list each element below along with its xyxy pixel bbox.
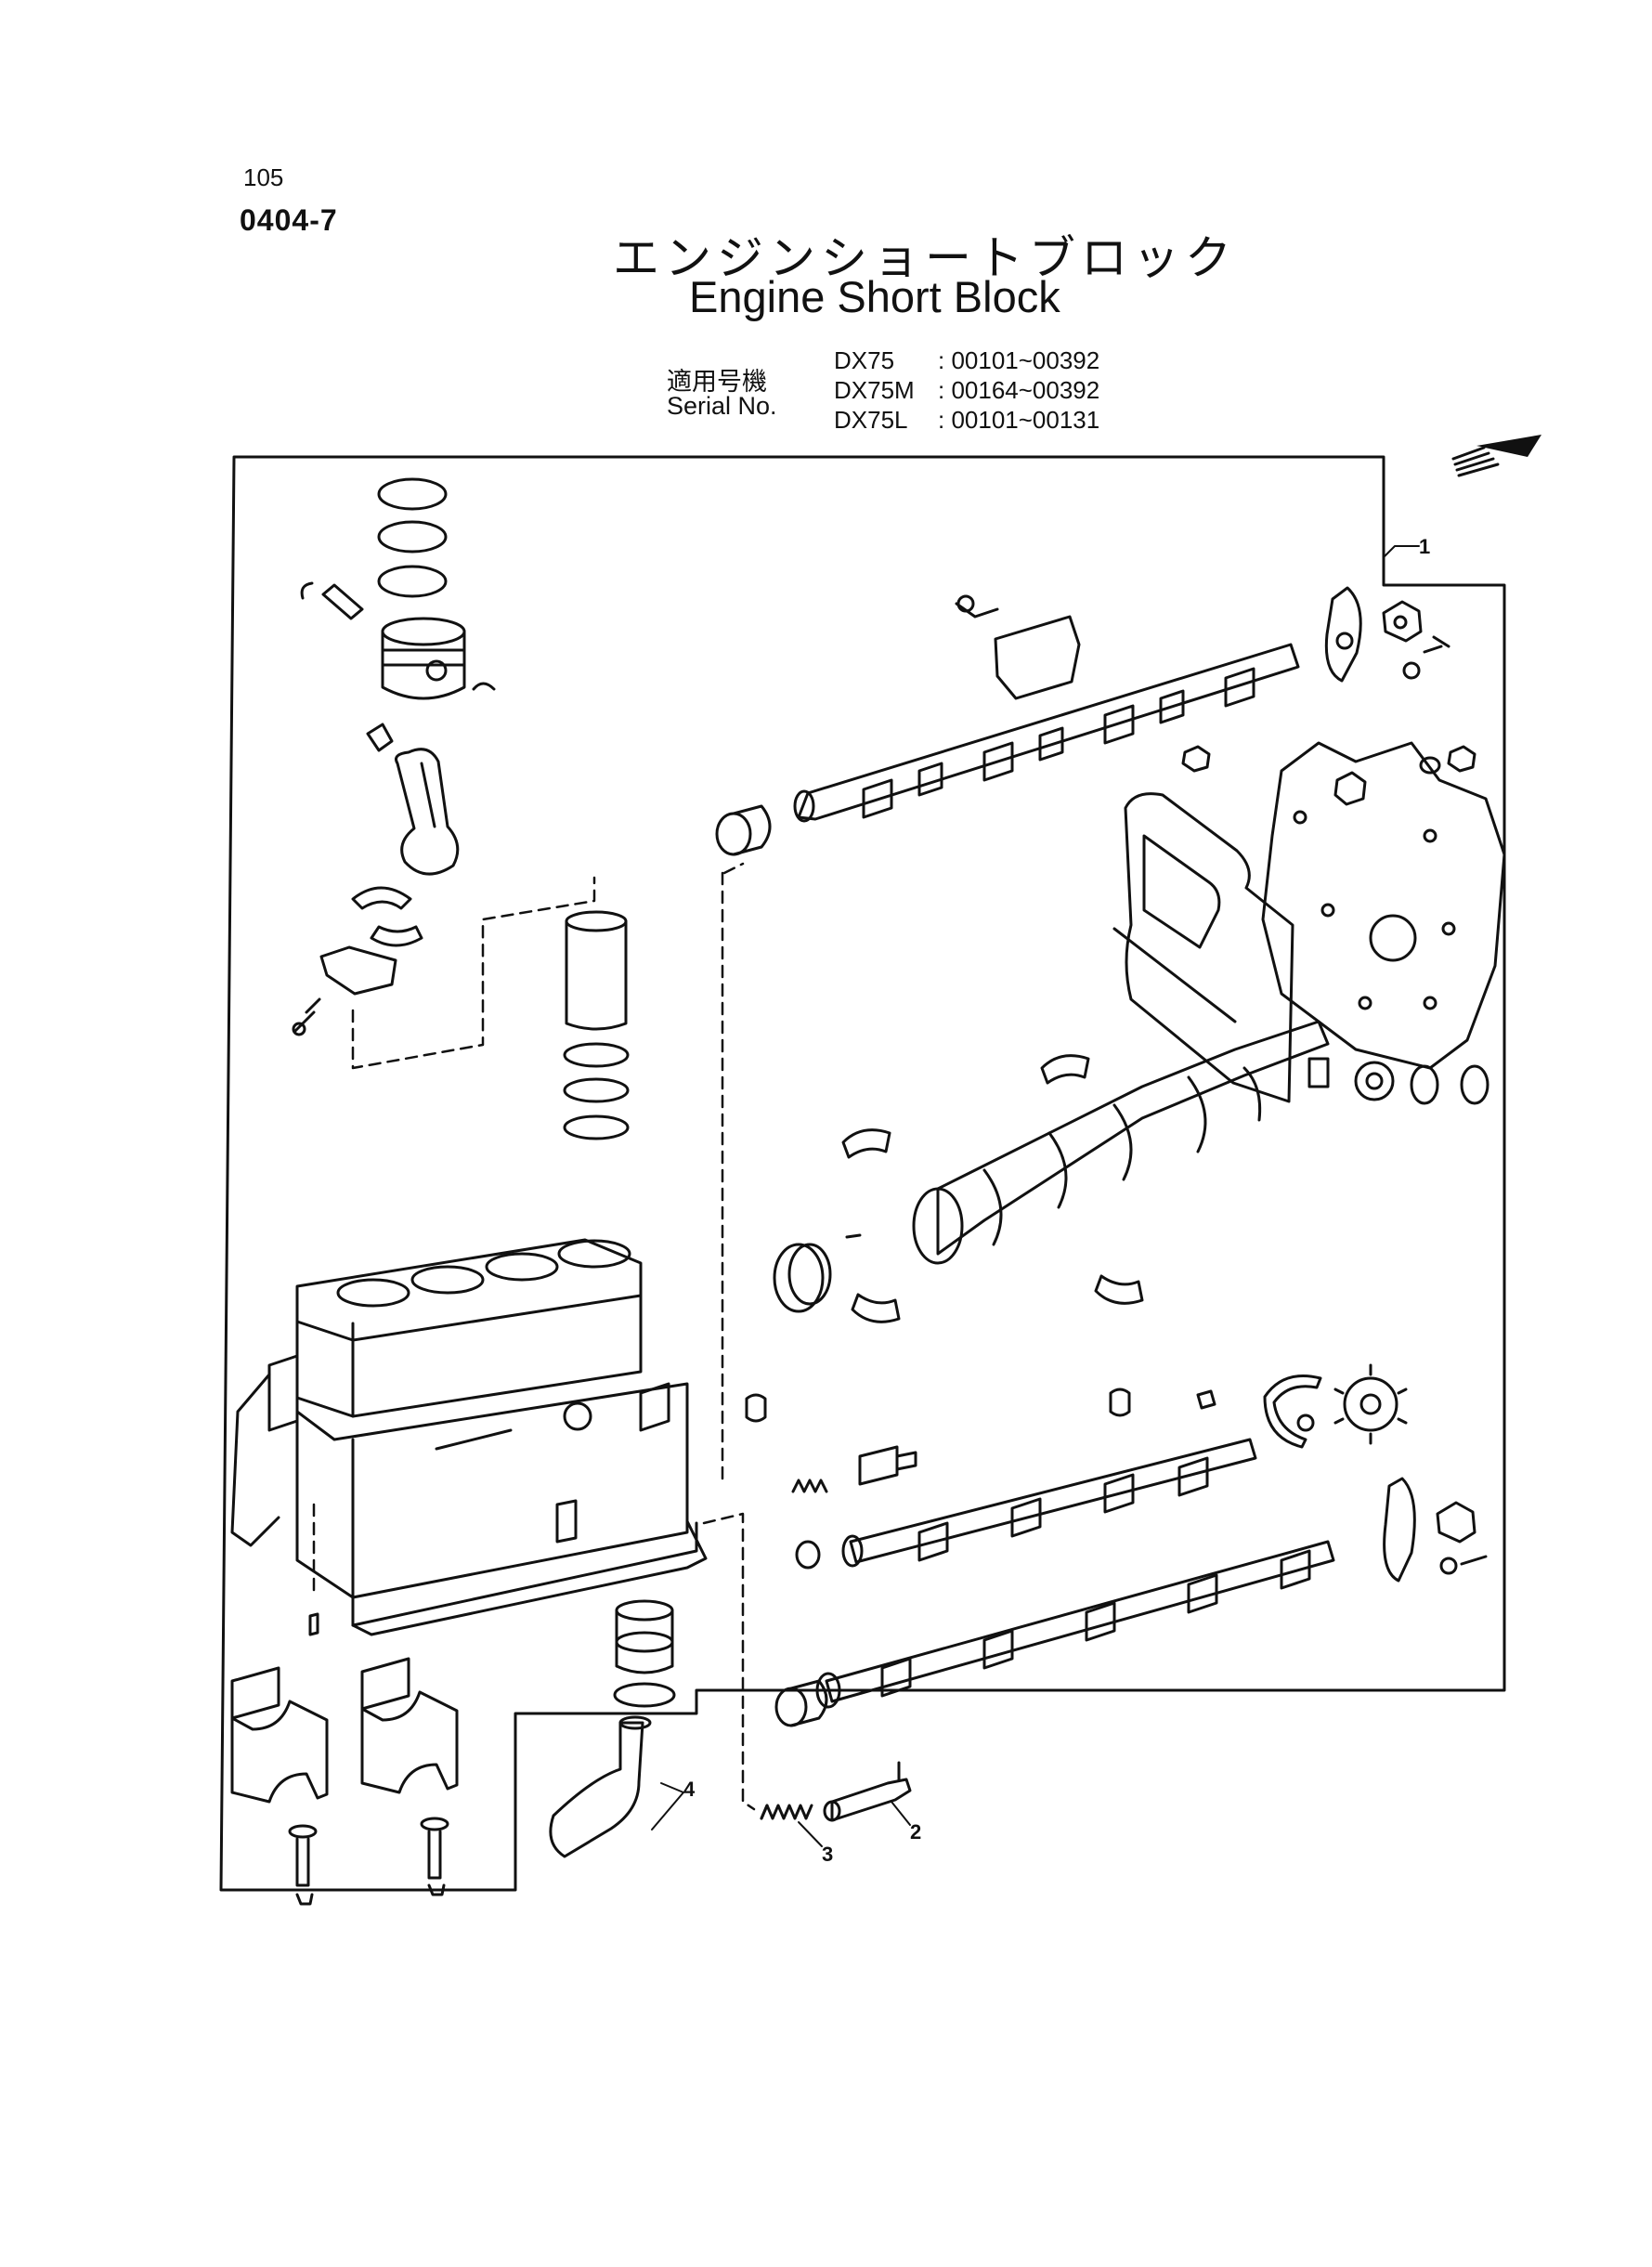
idler-gear — [1436, 1501, 1488, 1575]
callout-1-leader — [1383, 545, 1420, 558]
cam-bushing — [715, 804, 772, 856]
oil-pump-gear — [791, 1445, 917, 1493]
cylinder-block — [230, 1238, 708, 1636]
serial-row: DX75M : 00164~00392 — [834, 375, 1099, 405]
serial-range: : 00101~00131 — [938, 406, 1100, 434]
direction-arrow-icon — [1451, 435, 1541, 477]
serial-range: : 00164~00392 — [938, 376, 1100, 404]
callout-1: 1 — [1419, 535, 1431, 558]
seal — [1410, 1064, 1489, 1105]
front-plate-gasket — [1112, 792, 1294, 1103]
piston-pin — [300, 581, 496, 691]
serial-model: DX75L — [834, 406, 908, 434]
callout-3: 3 — [822, 1843, 834, 1866]
callout-2: 2 — [910, 1820, 922, 1844]
page-title-japanese: エンジンショートブロック — [613, 231, 1237, 285]
page-number: 105 — [243, 163, 284, 191]
rear-oil-seal — [773, 1233, 862, 1313]
oil-pump-cup — [613, 1599, 676, 1708]
assembly-outline — [219, 455, 1506, 1892]
bushing — [774, 1540, 828, 1727]
serial-label-japanese: 適用号機 — [667, 368, 767, 397]
cylinder-liner — [563, 910, 630, 1140]
relief-valve — [823, 1761, 912, 1822]
balancer-shaft — [841, 1438, 1257, 1568]
rod-cap — [292, 945, 397, 1036]
serial-row: DX75 : 00101~00392 — [834, 345, 1099, 375]
figure-code: 0404-7 — [240, 203, 338, 237]
piston-rings — [377, 477, 448, 598]
gasket — [1324, 586, 1362, 683]
front-plate — [1261, 741, 1506, 1070]
crank-gear — [1354, 1061, 1395, 1101]
spring — [760, 1804, 813, 1820]
main-bearing-shell — [841, 1054, 1144, 1323]
balancer-shaft — [815, 1540, 1335, 1709]
callout-2-leader — [891, 1801, 911, 1826]
callout-4-leader — [651, 1782, 684, 1831]
serial-label: Serial No. — [667, 392, 777, 420]
main-bearing-cap — [230, 1666, 329, 1906]
guide-line — [351, 876, 596, 1070]
serial-model: DX75M — [834, 376, 915, 404]
idler-gear — [1382, 600, 1450, 680]
serial-row: DX75L : 00101~00131 — [834, 405, 1099, 435]
thrust-plate — [955, 594, 1081, 700]
block-cap-bolt — [308, 1503, 319, 1636]
callout-4: 4 — [683, 1778, 696, 1801]
cover-gasket — [1383, 1477, 1416, 1583]
rod-bearing — [351, 886, 423, 947]
timing-gear — [1333, 1363, 1408, 1445]
page-title: Engine Short Block — [689, 272, 1060, 321]
serial-list: DX75 : 00101~00392 DX75M : 00164~00392 DX7… — [834, 345, 1099, 435]
nut — [1181, 745, 1211, 773]
thrust-washer — [1263, 1375, 1322, 1449]
callout-3-leader — [798, 1821, 823, 1847]
camshaft-upper — [793, 643, 1300, 823]
oil-pipe — [549, 1715, 652, 1858]
crankshaft — [912, 1020, 1330, 1265]
piston — [381, 617, 466, 700]
main-bearing-cap — [360, 1657, 459, 1896]
guide-line — [702, 1512, 756, 1811]
serial-model: DX75 — [834, 346, 895, 374]
tappet — [745, 1388, 1216, 1423]
serial-range: : 00101~00392 — [938, 346, 1100, 374]
connecting-rod — [366, 723, 460, 876]
washer — [1419, 745, 1476, 775]
